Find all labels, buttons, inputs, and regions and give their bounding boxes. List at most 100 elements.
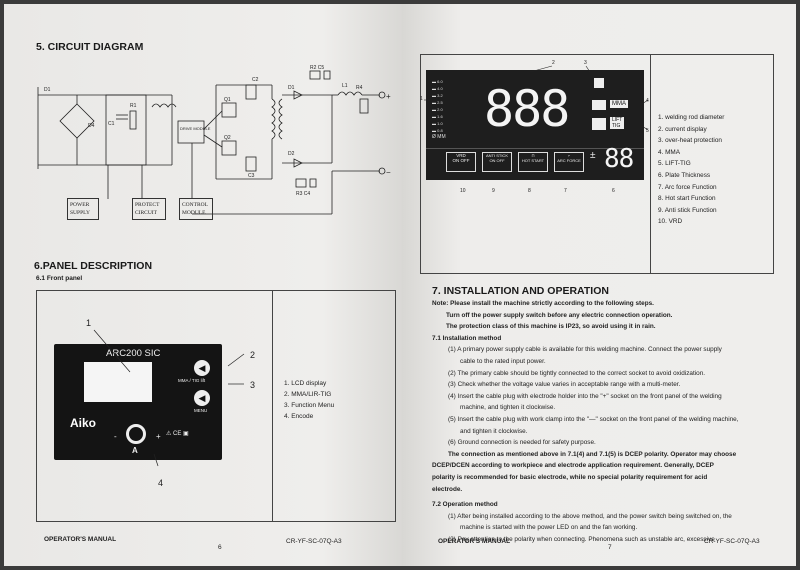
- installation-title: 7. INSTALLATION AND OPERATION: [432, 285, 609, 297]
- callout-bottom-7: 7: [564, 188, 567, 194]
- frame-divider: [272, 290, 273, 522]
- panel-description-title: 6.PANEL DESCRIPTION: [34, 260, 153, 272]
- label-r3c4: R3 C4: [296, 191, 310, 197]
- legend-item: 2. current display: [658, 125, 707, 133]
- callout-4: 4: [158, 478, 163, 488]
- legend-item: 9. Anti stick Function: [658, 206, 717, 214]
- legend-item: 6. Plate Thickness: [658, 171, 711, 179]
- installation-body: Note: Please install the machine strictl…: [432, 298, 787, 545]
- control-module: CONTROL MODULE: [179, 198, 213, 220]
- label-drive: DRIVE MODULE: [180, 126, 211, 131]
- label-d4: D4: [88, 123, 95, 129]
- display-callouts: 2 3 1 4 5 10 9 8 7 6: [420, 60, 649, 194]
- knob-label: A: [132, 446, 138, 455]
- legend-item: 10. VRD: [658, 218, 683, 226]
- plate-thickness-display: 88: [604, 144, 634, 174]
- mma-tig-label: MMA / TIG lift: [178, 378, 206, 383]
- display-legend: 1. welding rod diameter 2. current displ…: [658, 112, 724, 228]
- mma-label: MMA: [610, 100, 628, 108]
- callout-bottom-8: 8: [528, 188, 531, 194]
- callout-right-5: 5: [646, 128, 649, 134]
- arc-force-function: ⌐ARC FORCE: [554, 152, 584, 172]
- knob-plus: +: [156, 432, 161, 441]
- label-c3: C3: [248, 173, 255, 179]
- menu-label: MENU: [194, 408, 208, 413]
- power-supply-module: POWER SUPPLY: [67, 198, 99, 220]
- label-q2: Q2: [224, 135, 231, 141]
- legend-item: 1. welding rod diameter: [658, 114, 725, 121]
- machine-front-panel: ARC200 SIC ◀ MMA / TIG lift ◀ MENU Aiko …: [54, 344, 222, 460]
- callout-bottom-10: 10: [460, 188, 466, 194]
- legend-item: 8. Hot start Function: [658, 195, 716, 203]
- menu-button[interactable]: ◀: [194, 390, 210, 406]
- legend-item: 3. Function Menu: [284, 402, 335, 409]
- legend-item: 3. over-heat protection: [658, 137, 722, 145]
- callout-top-3: 3: [584, 60, 587, 66]
- label-d1b: D1: [288, 85, 295, 91]
- front-panel-subtitle: 6.1 Front panel: [36, 275, 83, 282]
- callout-bottom-6: 6: [612, 188, 615, 194]
- method-title: 7.1 Installation method: [432, 334, 502, 342]
- mma-tig-button[interactable]: ◀: [194, 360, 210, 376]
- legend-item: 1. LCD display: [284, 380, 327, 387]
- legend-item: 5. LIFT-TIG: [658, 160, 691, 168]
- label-plus: +: [386, 92, 391, 101]
- label-c2: C2: [252, 77, 259, 83]
- left-page: 5. CIRCUIT DIAGRAM: [4, 4, 402, 566]
- overheat-icon: [594, 78, 604, 88]
- display-frame: [420, 54, 774, 274]
- legend-item: 4. Encode: [284, 413, 314, 420]
- page-number: 6: [218, 544, 222, 551]
- footer-manual: OPERATOR'S MANUAL: [44, 536, 117, 543]
- label-minus: −: [386, 168, 391, 177]
- operation-title: 7.2 Operation method: [432, 501, 498, 509]
- footer-code: CR-YF-SC-07Q-A3: [286, 538, 342, 545]
- label-r2c5: R2 C5: [310, 65, 324, 71]
- legend-item: 2. MMA/LIR-TIG: [284, 391, 332, 398]
- panel-callouts: 1 2 3 4: [86, 318, 255, 488]
- front-panel-frame: [36, 290, 396, 522]
- right-page: ▬ 6.0 ▬ 4.0 ▬ 3.2 ▬ 2.5 ▬ 2.0 ▬ 1.6 ▬ 1.…: [402, 4, 796, 566]
- callout-right-4: 4: [646, 98, 649, 104]
- mma-icon: [592, 100, 606, 110]
- page-number: 7: [608, 544, 612, 551]
- label-q1: Q1: [224, 97, 231, 103]
- label-r4: R4: [356, 85, 363, 91]
- hot-start-function: ⊓HOT START: [518, 152, 548, 172]
- label-r1: R1: [130, 103, 137, 109]
- label-d1: D1: [44, 87, 51, 93]
- callout-3: 3: [250, 380, 255, 390]
- cert-icons: ⚠ CE ▣: [166, 431, 189, 437]
- model-name: ARC200 SIC: [106, 348, 161, 359]
- knob-minus: -: [114, 432, 117, 441]
- rod-diameter-bars: ▬ 6.0 ▬ 4.0 ▬ 3.2 ▬ 2.5 ▬ 2.0 ▬ 1.6 ▬ 1.…: [432, 78, 462, 140]
- protect-circuit-module: PROTECT CIRCUIT: [132, 198, 166, 220]
- display-frame-divider: [650, 54, 651, 274]
- manual-spread: 5. CIRCUIT DIAGRAM: [4, 4, 796, 566]
- footer-code: CR-YF-SC-07Q-A3: [704, 538, 760, 545]
- legend-item: 4. MMA: [658, 148, 681, 156]
- callout-bottom-9: 9: [492, 188, 495, 194]
- mm-label: Ø MM: [432, 134, 446, 140]
- brand-logo: Aiko: [70, 416, 97, 430]
- circuit-diagram: D1 D4 C1 R1 Q1 Q2 C2 C3 R2 C5 R3 C4 D1 D…: [37, 65, 391, 215]
- legend-item: 7. Arc force Function: [658, 183, 717, 191]
- label-d2: D2: [288, 151, 295, 157]
- encoder-knob[interactable]: [126, 424, 146, 444]
- callout-top-2: 2: [552, 60, 555, 66]
- plus-minus-sign: ±: [590, 150, 596, 161]
- lift-tig-icon: [592, 118, 606, 130]
- lcd-panel: ▬ 6.0 ▬ 4.0 ▬ 3.2 ▬ 2.5 ▬ 2.0 ▬ 1.6 ▬ 1.…: [426, 70, 644, 180]
- callout-left-1: 1: [420, 96, 423, 102]
- circuit-diagram-title: 5. CIRCUIT DIAGRAM: [36, 41, 144, 53]
- callout-1: 1: [86, 318, 91, 328]
- callout-2: 2: [250, 350, 255, 360]
- label-l1: L1: [342, 83, 348, 89]
- current-display: 888: [484, 80, 570, 138]
- footer-manual: OPERATOR'S MANUAL: [438, 538, 511, 545]
- lcd-display: [84, 362, 152, 402]
- panel-legend: 1. LCD display 2. MMA/LIR-TIG 3. Functio…: [284, 378, 334, 422]
